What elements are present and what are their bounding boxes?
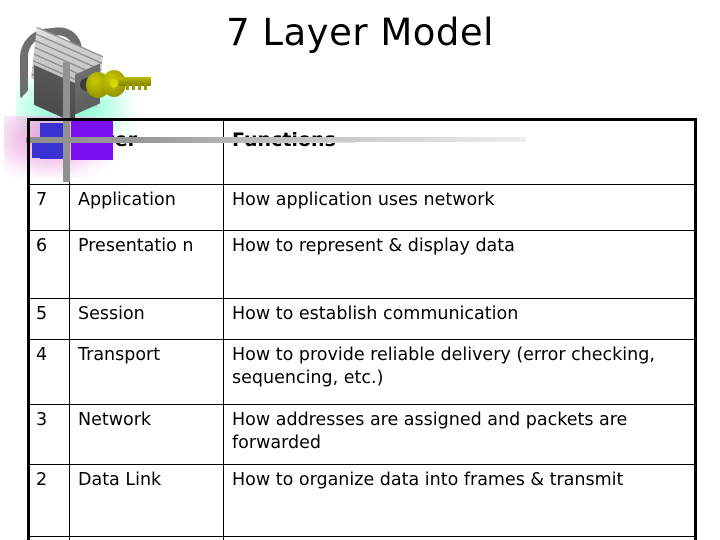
table-row: 4 Transport How to provide reliable deli… bbox=[27, 339, 697, 405]
cell-layer-name: Network bbox=[69, 404, 224, 465]
cell-layer-function: How addresses are assigned and packets a… bbox=[223, 404, 697, 465]
cell-layer-number: 5 bbox=[27, 298, 70, 340]
table-row: 1 Physical How to transmit “bits” bbox=[27, 536, 697, 540]
cell-layer-function: How to establish communication bbox=[223, 298, 697, 340]
cell-layer-name: Session bbox=[69, 298, 224, 340]
lock-post-vertical bbox=[63, 62, 70, 182]
lock-post-horizontal-right bbox=[226, 137, 526, 142]
key-teeth bbox=[126, 84, 150, 90]
cell-layer-number: 3 bbox=[27, 404, 70, 465]
cell-layer-name: Transport bbox=[69, 339, 224, 405]
cell-layer-name: Physical bbox=[69, 536, 224, 540]
padlock-icon bbox=[14, 20, 151, 124]
cell-layer-number: 2 bbox=[27, 464, 70, 537]
header-functions: Functions bbox=[223, 118, 697, 185]
table-row: 6 Presentatio n How to represent & displ… bbox=[27, 230, 697, 299]
cell-layer-name: Application bbox=[69, 184, 224, 231]
cell-layer-function: How to provide reliable delivery (error … bbox=[223, 339, 697, 405]
key-bow-hole bbox=[110, 79, 118, 88]
blue-block-small-decoration bbox=[32, 142, 45, 158]
cell-layer-number: 4 bbox=[27, 339, 70, 405]
key-shaft bbox=[119, 77, 151, 86]
cell-layer-name: Presentatio n bbox=[69, 230, 224, 299]
cell-layer-number: 6 bbox=[27, 230, 70, 299]
page-title: 7 Layer Model bbox=[226, 11, 494, 54]
cell-layer-function: How to represent & display data bbox=[223, 230, 697, 299]
table-row: 7 Application How application uses netwo… bbox=[27, 184, 697, 231]
cell-layer-number: 7 bbox=[27, 184, 70, 231]
table-row: 2 Data Link How to organize data into fr… bbox=[27, 464, 697, 537]
cell-layer-number: 1 bbox=[27, 536, 70, 540]
table-row: 3 Network How addresses are assigned and… bbox=[27, 404, 697, 465]
lock-post-horizontal bbox=[26, 137, 356, 143]
seven-layer-model-table: Layer Functions 7 Application How applic… bbox=[27, 118, 697, 540]
cell-layer-function: How application uses network bbox=[223, 184, 697, 231]
table-header-row: Layer Functions bbox=[27, 118, 697, 185]
cell-layer-function: How to organize data into frames & trans… bbox=[223, 464, 697, 537]
cell-layer-function: How to transmit “bits” bbox=[223, 536, 697, 540]
table-row: 5 Session How to establish communication bbox=[27, 298, 697, 340]
cell-layer-name: Data Link bbox=[69, 464, 224, 537]
